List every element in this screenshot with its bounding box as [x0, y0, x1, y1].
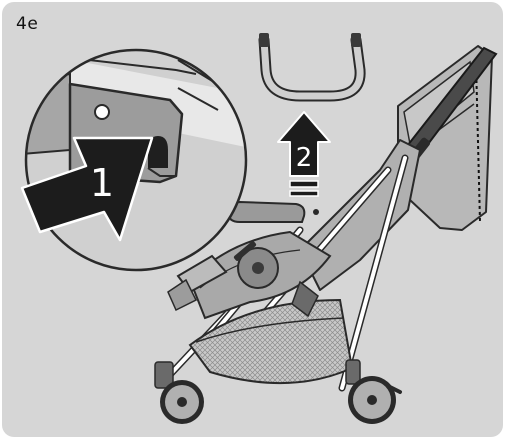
lift-arrow-icon: 2 — [278, 112, 330, 196]
detail-zoom-circle: 1 — [20, 50, 280, 270]
detail-step-number: 1 — [90, 161, 114, 205]
removal-step-number: 2 — [296, 143, 313, 173]
bumper-mount-icon — [228, 202, 304, 222]
